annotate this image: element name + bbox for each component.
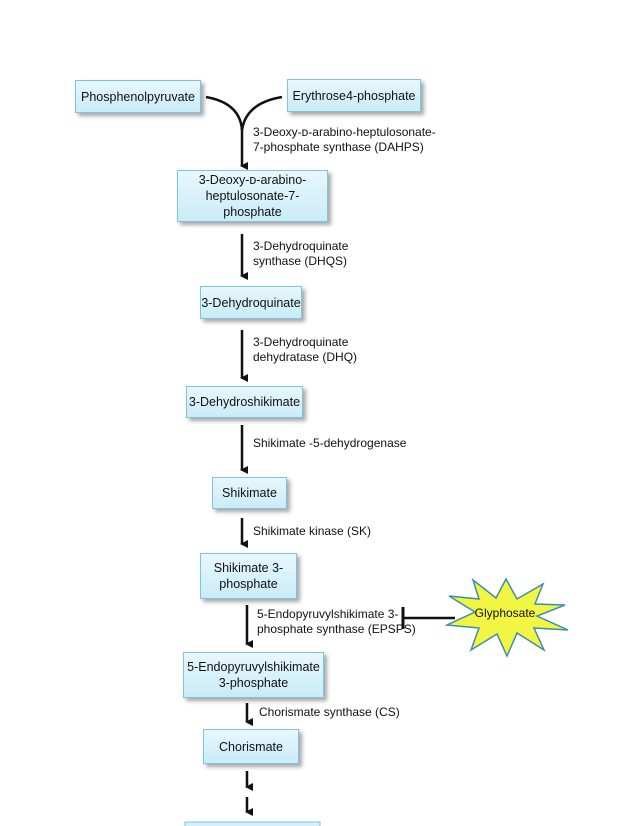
next-node-partial bbox=[184, 821, 321, 826]
merge-curve-left bbox=[205, 95, 244, 131]
merge-curve-right bbox=[240, 95, 283, 131]
node-dahp: 3-Deoxy-ᴅ-arabino- heptulosonate-7-phosp… bbox=[177, 170, 328, 222]
node-erythrose4-phosphate: Erythrose4-phosphate bbox=[287, 79, 421, 112]
node-3-dehydroquinate: 3-Dehydroquinate bbox=[200, 286, 302, 319]
enzyme-sk: Shikimate kinase (SK) bbox=[253, 524, 372, 538]
node-3-dehydroshikimate: 3-Dehydroshikimate bbox=[186, 386, 303, 418]
glyphosate-label: Glyphosate bbox=[474, 606, 536, 620]
enzyme-dhqs: 3-Dehydroquinate synthase (DHQS) bbox=[253, 239, 349, 268]
enzyme-epsps: 5-Endopyruvylshikimate 3- phosphate synt… bbox=[257, 607, 416, 636]
enzyme-cs: Chorismate synthase (CS) bbox=[259, 705, 400, 719]
enzyme-sdh: Shikimate -5-dehydrogenase bbox=[253, 436, 407, 450]
enzyme-dahps: 3-Deoxy-ᴅ-arabino-heptulosonate- 7-phosp… bbox=[253, 125, 436, 154]
node-phosphenolpyruvate: Phosphenolpyruvate bbox=[75, 80, 201, 113]
node-shikimate-3-phosphate: Shikimate 3- phosphate bbox=[200, 553, 297, 599]
glyphosate-starburst-icon bbox=[444, 577, 569, 658]
enzyme-dhq: 3-Dehydroquinate dehydratase (DHQ) bbox=[253, 335, 358, 364]
node-chorismate: Chorismate bbox=[203, 729, 299, 764]
node-epsp: 5-Endopyruvylshikimate 3-phosphate bbox=[183, 652, 324, 698]
node-shikimate: Shikimate bbox=[212, 477, 287, 509]
